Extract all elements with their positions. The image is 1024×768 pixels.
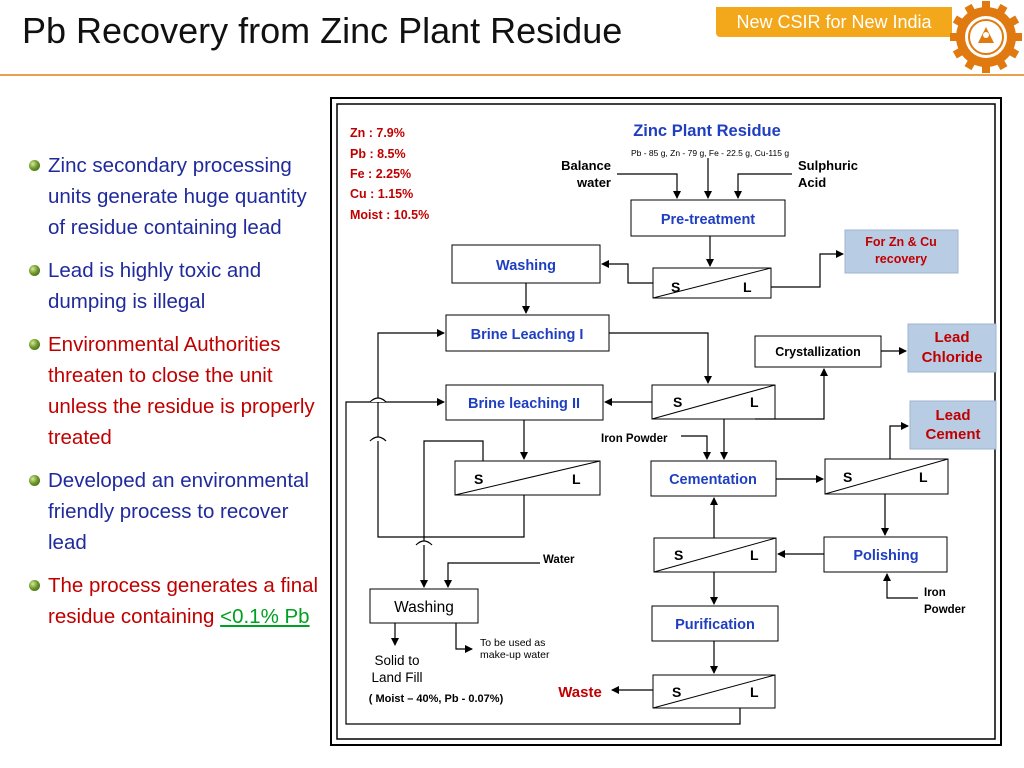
washing-top-label: Washing (496, 258, 556, 274)
bullet-item: Environmental Authorities threaten to cl… (28, 329, 320, 453)
water-label: Water (543, 554, 575, 566)
separator-3-s: S (474, 471, 483, 487)
lead-cement-box (909, 400, 997, 450)
separator-2-s: S (673, 394, 682, 410)
waste-label: Waste (558, 684, 602, 701)
csir-logo-icon (950, 1, 1022, 73)
brine-leaching-2-box (445, 384, 604, 421)
purification-label: Purification (675, 617, 755, 633)
purification-box (651, 605, 779, 642)
pretreatment-label: Pre-treatment (661, 212, 755, 228)
residue-composition: Zn : 7.9% Pb : 8.5% Fe : 2.25% Cu : 1.15… (350, 126, 429, 222)
iron-powder-label-2b: Powder (924, 604, 966, 616)
brine-leaching-1-box (445, 314, 610, 352)
brine-leaching-1-label: Brine Leaching I (471, 327, 584, 343)
residue-title: Zinc Plant Residue (633, 122, 781, 140)
lead-chloride-label-1: Lead (934, 329, 969, 346)
composition-moist: Moist : 10.5% (350, 208, 429, 222)
bullet-dot-icon (29, 339, 40, 350)
composition-fe: Fe : 2.25% (350, 167, 411, 181)
landfill-label-2: Land Fill (371, 670, 422, 685)
zn-cu-recovery-label-1: For Zn & Cu (865, 235, 937, 249)
washing-bottom-box (369, 588, 479, 624)
polishing-box (823, 536, 948, 573)
composition-zn: Zn : 7.9% (350, 126, 405, 140)
bullet-text: Environmental Authorities threaten to cl… (48, 333, 315, 449)
separator-6-s: S (672, 684, 681, 700)
composition-cu: Cu : 1.15% (350, 187, 413, 201)
zn-cu-recovery-label-2: recovery (875, 252, 927, 266)
separator-4-s: S (843, 469, 852, 485)
lead-chloride-box (907, 323, 997, 373)
residue-detail: Pb - 85 g, Zn - 79 g, Fe - 22.5 g, Cu-11… (631, 148, 789, 158)
pretreatment-box (630, 199, 786, 237)
balance-water-label-1: Balance (561, 158, 611, 173)
bullet-dot-icon (29, 160, 40, 171)
bullet-list: Zinc secondary processing units generate… (28, 150, 320, 644)
diagram-frame-inner (336, 103, 996, 740)
landfill-label-1: Solid to (374, 653, 419, 668)
separator-1-s: S (671, 279, 680, 295)
washing-top-box (451, 244, 601, 284)
polishing-label: Polishing (853, 548, 918, 564)
separator-2-l: L (750, 394, 759, 410)
makeup-water-label-1: To be used as (480, 637, 545, 649)
csir-banner: New CSIR for New India (716, 7, 952, 37)
iron-powder-label-2a: Iron (924, 587, 946, 599)
sulphuric-acid-label-2: Acid (798, 175, 826, 190)
crossover-marks (369, 397, 433, 546)
bullet-item: Lead is highly toxic and dumping is ille… (28, 255, 320, 317)
final-residue-note: ( Moist – 40%, Pb - 0.07%) (369, 693, 504, 705)
crystallization-label: Crystallization (775, 345, 860, 359)
separator-5-l: L (750, 547, 759, 563)
bullet-dot-icon (29, 475, 40, 486)
separator-3-l: L (572, 471, 581, 487)
separator-6-l: L (750, 684, 759, 700)
lead-cement-label-1: Lead (935, 407, 970, 424)
title-divider (0, 74, 1024, 76)
pb-residue-link[interactable]: <0.1% Pb (220, 605, 310, 628)
bullet-dot-icon (29, 580, 40, 591)
slide-title: Pb Recovery from Zinc Plant Residue (22, 10, 623, 51)
bullet-text: The process generates a final residue co… (48, 574, 319, 628)
diagram-frame-outer (330, 97, 1002, 746)
makeup-water-label-2: make-up water (480, 649, 550, 661)
cementation-box (650, 460, 777, 497)
iron-powder-label: Iron Powder (601, 433, 668, 445)
washing-bottom-label: Washing (394, 599, 454, 616)
bullet-item: Zinc secondary processing units generate… (28, 150, 320, 243)
bullet-dot-icon (29, 265, 40, 276)
separator-5-s: S (674, 547, 683, 563)
lead-cement-label-2: Cement (925, 426, 980, 443)
crystallization-box (754, 335, 882, 368)
bullet-item: The process generates a final residue co… (28, 570, 320, 632)
cementation-label: Cementation (669, 472, 757, 488)
bullet-text: Developed an environmental friendly proc… (48, 469, 309, 554)
bullet-text: Lead is highly toxic and dumping is ille… (48, 259, 262, 313)
bullet-text: Zinc secondary processing units generate… (48, 154, 307, 239)
zn-cu-recovery-box (844, 229, 959, 274)
composition-pb: Pb : 8.5% (350, 147, 406, 161)
separator-4-l: L (919, 469, 928, 485)
lead-chloride-label-2: Chloride (922, 349, 983, 366)
balance-water-label-2: water (576, 175, 611, 190)
brine-leaching-2-label: Brine leaching II (468, 396, 580, 412)
separator-1-l: L (743, 279, 752, 295)
sulphuric-acid-label-1: Sulphuric (798, 158, 858, 173)
bullet-item: Developed an environmental friendly proc… (28, 465, 320, 558)
